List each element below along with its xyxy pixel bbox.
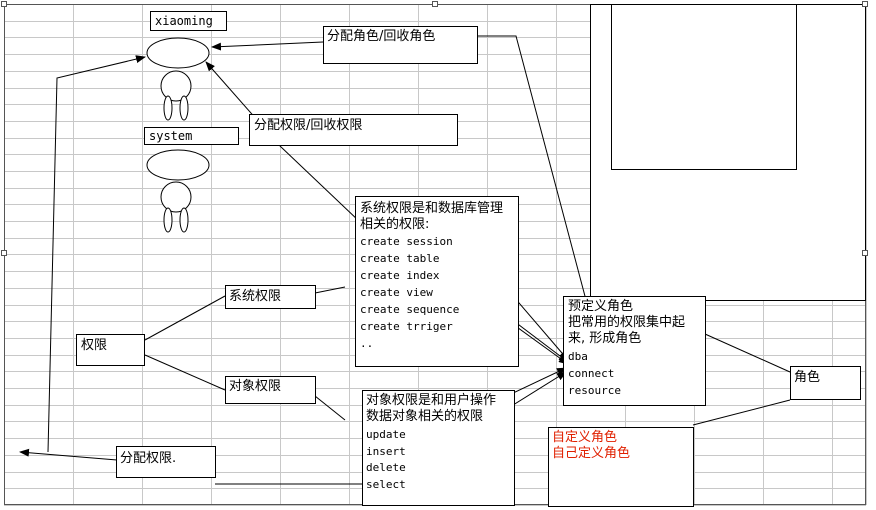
system-priv-label: 系统权限 — [229, 289, 282, 304]
line-object-label-to-box — [314, 395, 346, 421]
role-box: 角色 — [790, 366, 861, 400]
predefined-role-box: 预定义角色 把常用的权限集中起 来, 形成角色 dba connect reso… — [563, 296, 706, 406]
arrow-assign-priv2-left — [19, 448, 118, 461]
assign-priv2-box: 分配权限. — [116, 446, 216, 478]
user-name-system: system — [149, 129, 193, 143]
line-predefined-to-role — [704, 333, 791, 373]
system-priv-item: create sequence — [360, 303, 460, 316]
predefined-role-item: dba — [568, 350, 588, 363]
selection-handles — [1, 1, 868, 256]
assign-role-label: 分配角色/回收角色 — [327, 29, 436, 44]
system-priv-box: 系统权限是和数据库管理 相关的权限: create session create… — [355, 196, 519, 367]
predefined-role-title-3: 来, 形成角色 — [568, 331, 642, 346]
system-priv-title-1: 系统权限是和数据库管理 — [360, 201, 504, 216]
custom-role-line-2: 自己定义角色 — [552, 446, 631, 461]
empty-rect-inner — [611, 4, 797, 170]
system-priv-item: create trriger — [360, 320, 453, 333]
assign-role-box: 分配角色/回收角色 — [323, 26, 478, 64]
arrow-assign-role-to-user — [211, 41, 324, 51]
assign-priv-label: 分配权限/回收权限 — [254, 118, 363, 133]
privilege-box: 权限 — [76, 334, 145, 366]
system-priv-item: create view — [360, 286, 433, 299]
line-user-to-system-priv — [279, 145, 361, 223]
custom-role-box: 自定义角色 自己定义角色 — [548, 427, 694, 507]
line-priv-to-object — [144, 354, 226, 391]
object-priv-title-2: 数据对象相关的权限 — [366, 409, 484, 424]
arrow-left-loop-up — [47, 55, 146, 453]
system-priv-label-box: 系统权限 — [225, 285, 316, 309]
privilege-label: 权限 — [81, 338, 108, 353]
user-figure-system — [146, 149, 210, 233]
object-priv-item: update — [366, 428, 406, 441]
assign-priv-box: 分配权限/回收权限 — [249, 114, 458, 146]
user-box-system: system — [144, 127, 239, 145]
object-priv-item: delete — [366, 461, 406, 474]
object-priv-label: 对象权限 — [229, 379, 282, 394]
system-priv-item: create index — [360, 269, 440, 282]
predefined-role-item: connect — [568, 367, 615, 380]
line-priv-to-system — [144, 295, 226, 341]
line-assign-role-to-predefined — [477, 35, 587, 301]
predefined-role-item: resource — [568, 384, 621, 397]
user-figure-xiaoming — [146, 37, 210, 121]
line-system-label-to-box — [314, 286, 346, 294]
system-priv-item: .. — [360, 337, 374, 350]
predefined-role-title-2: 把常用的权限集中起 — [568, 315, 686, 330]
system-priv-item: create table — [360, 252, 440, 265]
predefined-role-title-1: 预定义角色 — [568, 299, 634, 314]
assign-priv2-label: 分配权限. — [120, 451, 177, 466]
system-priv-title-2: 相关的权限: — [360, 217, 430, 232]
custom-role-line-1: 自定义角色 — [552, 430, 618, 445]
system-priv-item: create session — [360, 235, 453, 248]
object-priv-box: 对象权限是和用户操作 数据对象相关的权限 update insert delet… — [362, 390, 515, 506]
user-box-xiaoming: xiaoming — [150, 11, 227, 31]
object-priv-item: select — [366, 478, 406, 491]
role-label: 角色 — [794, 370, 821, 385]
object-priv-label-box: 对象权限 — [225, 376, 316, 404]
object-priv-title-1: 对象权限是和用户操作 — [366, 393, 497, 408]
line-custom-to-role — [692, 399, 791, 426]
object-priv-item: insert — [366, 445, 406, 458]
user-name-xiaoming: xiaoming — [155, 14, 213, 28]
